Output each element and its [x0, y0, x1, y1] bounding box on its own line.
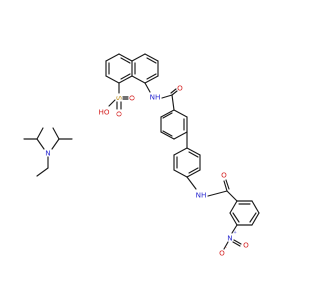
bond	[131, 75, 146, 84]
bond	[225, 179, 230, 190]
hydroxyl-label: HO	[98, 108, 109, 117]
bond	[52, 127, 60, 140]
bond	[170, 88, 177, 94]
bond	[233, 239, 242, 245]
bond	[186, 147, 201, 156]
bond	[173, 109, 188, 118]
bond	[144, 53, 159, 62]
bond	[160, 131, 175, 140]
bond	[120, 57, 131, 64]
bond	[105, 75, 120, 84]
nitrophenyl-ring	[229, 200, 260, 226]
bond	[231, 224, 238, 234]
bond	[223, 241, 229, 250]
bond	[120, 73, 131, 80]
bond	[144, 82, 151, 93]
nitro-group: N + O - O	[219, 224, 249, 258]
bond	[229, 212, 238, 226]
bond	[186, 169, 201, 178]
oxygen-atom: O	[128, 95, 137, 101]
bond	[232, 212, 240, 223]
bond	[162, 130, 173, 137]
sulfonic-acid-group: S O O HO	[98, 82, 137, 117]
amide-linker-1: NH O	[144, 82, 183, 111]
bond	[188, 151, 199, 158]
negative-charge: -	[225, 246, 227, 251]
nitro-oxygen-anion: O	[219, 249, 225, 258]
bond	[232, 241, 241, 247]
bond	[207, 190, 228, 197]
bond	[171, 94, 175, 111]
carbonyl-oxygen: O	[177, 84, 183, 93]
bond	[229, 200, 238, 214]
bond	[186, 176, 197, 190]
bond	[160, 109, 175, 118]
nitro-nitrogen: N	[227, 234, 232, 243]
bond	[118, 53, 133, 62]
carbonyl-oxygen: O	[221, 171, 227, 180]
oxygen-atom: O	[115, 111, 124, 117]
bond	[226, 190, 238, 202]
amide-linker-2: NH O	[186, 171, 238, 202]
bond	[108, 99, 116, 107]
bond	[131, 53, 146, 62]
naphthalene-ring	[105, 53, 159, 84]
bond	[251, 212, 260, 226]
bond	[118, 75, 133, 84]
structure-canvas: S O O HO NH O	[23, 53, 260, 258]
bond	[105, 53, 120, 62]
bond	[36, 127, 44, 140]
bond	[146, 57, 157, 64]
molecule-drawing: S O O HO NH O	[23, 53, 260, 258]
bond	[36, 138, 45, 150]
amine-nitrogen: N	[45, 149, 50, 158]
bond	[251, 200, 260, 214]
bond	[188, 167, 199, 174]
bond	[162, 112, 173, 119]
phenyl-ring-b	[173, 147, 201, 178]
amide-nh-label: NH	[196, 191, 207, 200]
bond	[171, 90, 178, 96]
bond	[249, 212, 257, 223]
bond	[223, 180, 228, 192]
sulfur-atom: S	[115, 96, 124, 101]
diisopropylethylamine: N	[23, 127, 73, 177]
nitro-oxygen: O	[243, 241, 249, 250]
bond	[36, 167, 49, 177]
phenyl-ring-a	[160, 109, 188, 140]
amide-nh-label: NH	[150, 93, 161, 102]
bond	[173, 131, 188, 140]
bond	[51, 138, 60, 150]
bond	[144, 75, 159, 84]
bond	[173, 147, 188, 156]
bond	[146, 73, 157, 80]
positive-charge: +	[233, 230, 237, 236]
bond	[173, 169, 188, 178]
bond	[161, 94, 173, 99]
